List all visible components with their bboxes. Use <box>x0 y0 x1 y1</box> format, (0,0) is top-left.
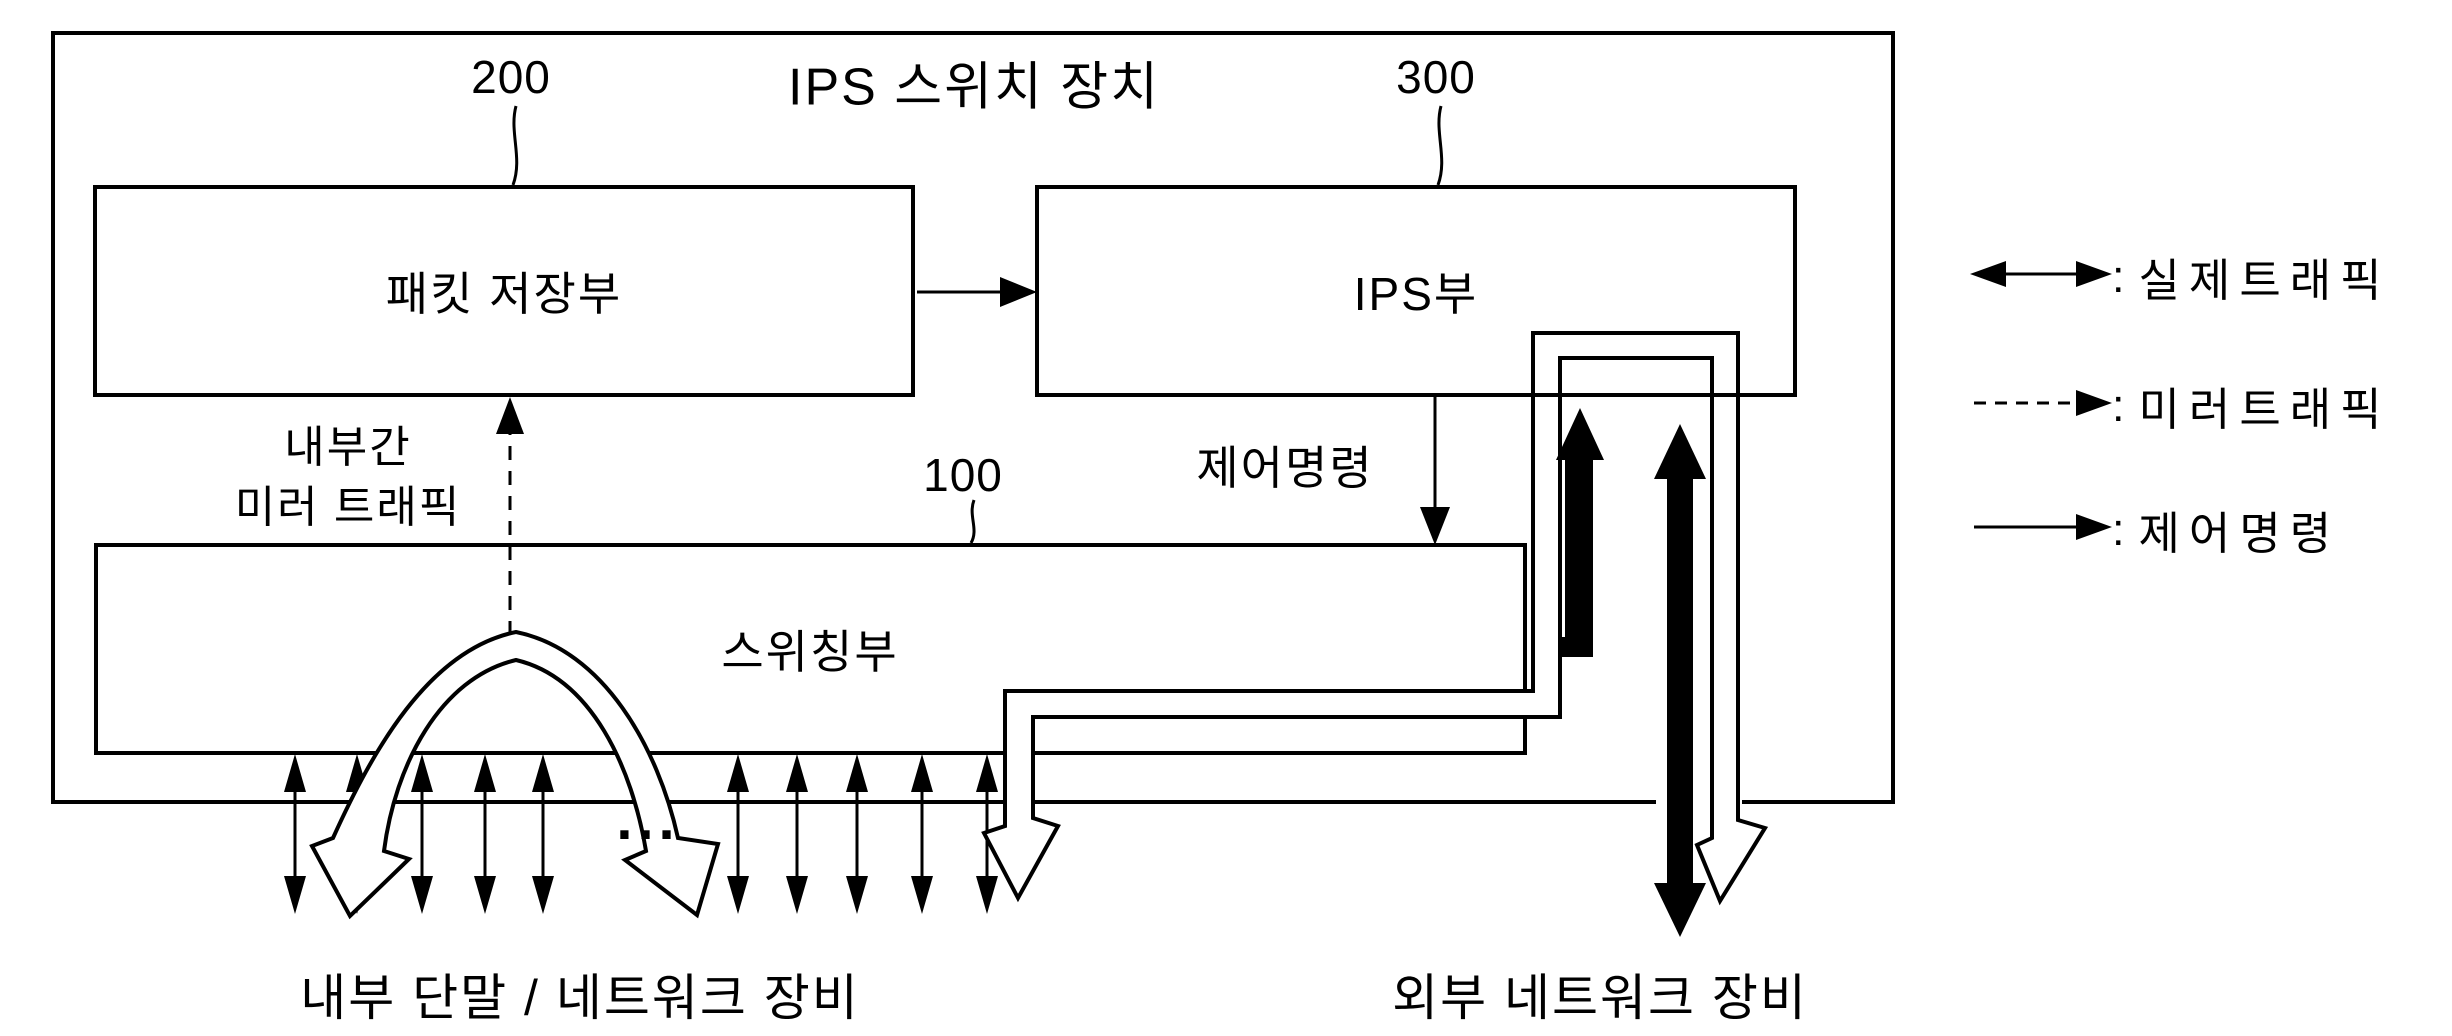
packet-storage-box <box>93 185 915 397</box>
internal-mirror-dashed-arrow <box>496 397 524 660</box>
real-traffic-pipe-arrow <box>981 331 1769 906</box>
legend-label-real-traffic: 실제트래픽 <box>2138 255 2391 306</box>
ips-unit-label: IPS부 <box>1353 268 1479 320</box>
solid-arrow-icon <box>1974 514 2112 540</box>
ref-300: 300 <box>1396 51 1476 103</box>
internal-endpoint-label: 내부 단말 / 네트워크 장비 <box>300 970 860 1026</box>
black-double-arrow-external <box>1654 424 1706 937</box>
double-headed-arrow-icon <box>1970 261 2112 287</box>
diagram-title: IPS 스위치 장치 <box>788 58 1160 117</box>
internal-mirror-line1: 내부간 <box>284 423 412 472</box>
internal-mirror-label: 내부간 미러 트래픽 <box>235 418 462 538</box>
legend-item-control-command: : 제어명령 <box>2112 497 2340 562</box>
reference-leader-lines <box>511 105 1444 544</box>
loopback-traffic-arch-arrow <box>309 629 721 920</box>
legend-colon: : <box>2112 503 2125 555</box>
control-command-arrow <box>1420 397 1450 545</box>
dashed-arrow-icon <box>1974 390 2112 416</box>
legend-item-real-traffic: : 실제트래픽 <box>2112 244 2391 309</box>
legend-colon: : <box>2112 379 2125 431</box>
black-up-arrow <box>1556 408 1604 657</box>
ports-ellipsis: ... <box>616 787 680 852</box>
legend-icons <box>1970 261 2112 540</box>
control-command-label: 제어명령 <box>1196 442 1374 494</box>
leader-300 <box>1436 105 1444 186</box>
legend-label-control-command: 제어명령 <box>2138 508 2341 559</box>
ref-100: 100 <box>923 449 1003 501</box>
packet-to-ips-arrow <box>917 277 1037 307</box>
packet-storage-label: 패킷 저장부 <box>385 268 623 320</box>
internal-mirror-line2: 미러 트래픽 <box>234 483 462 532</box>
external-endpoint-label: 외부 네트워크 장비 <box>1392 970 1808 1026</box>
legend-label-mirror-traffic: 미러트래픽 <box>2138 384 2391 435</box>
leader-200 <box>511 105 519 186</box>
legend-item-mirror-traffic: : 미러트래픽 <box>2112 373 2391 438</box>
ips-unit-box <box>1035 185 1797 397</box>
switching-unit-label: 스위칭부 <box>721 626 899 678</box>
legend-colon: : <box>2112 250 2125 302</box>
ref-200: 200 <box>471 51 551 103</box>
leader-100 <box>969 499 976 544</box>
ips-switch-device-box <box>51 31 1895 804</box>
